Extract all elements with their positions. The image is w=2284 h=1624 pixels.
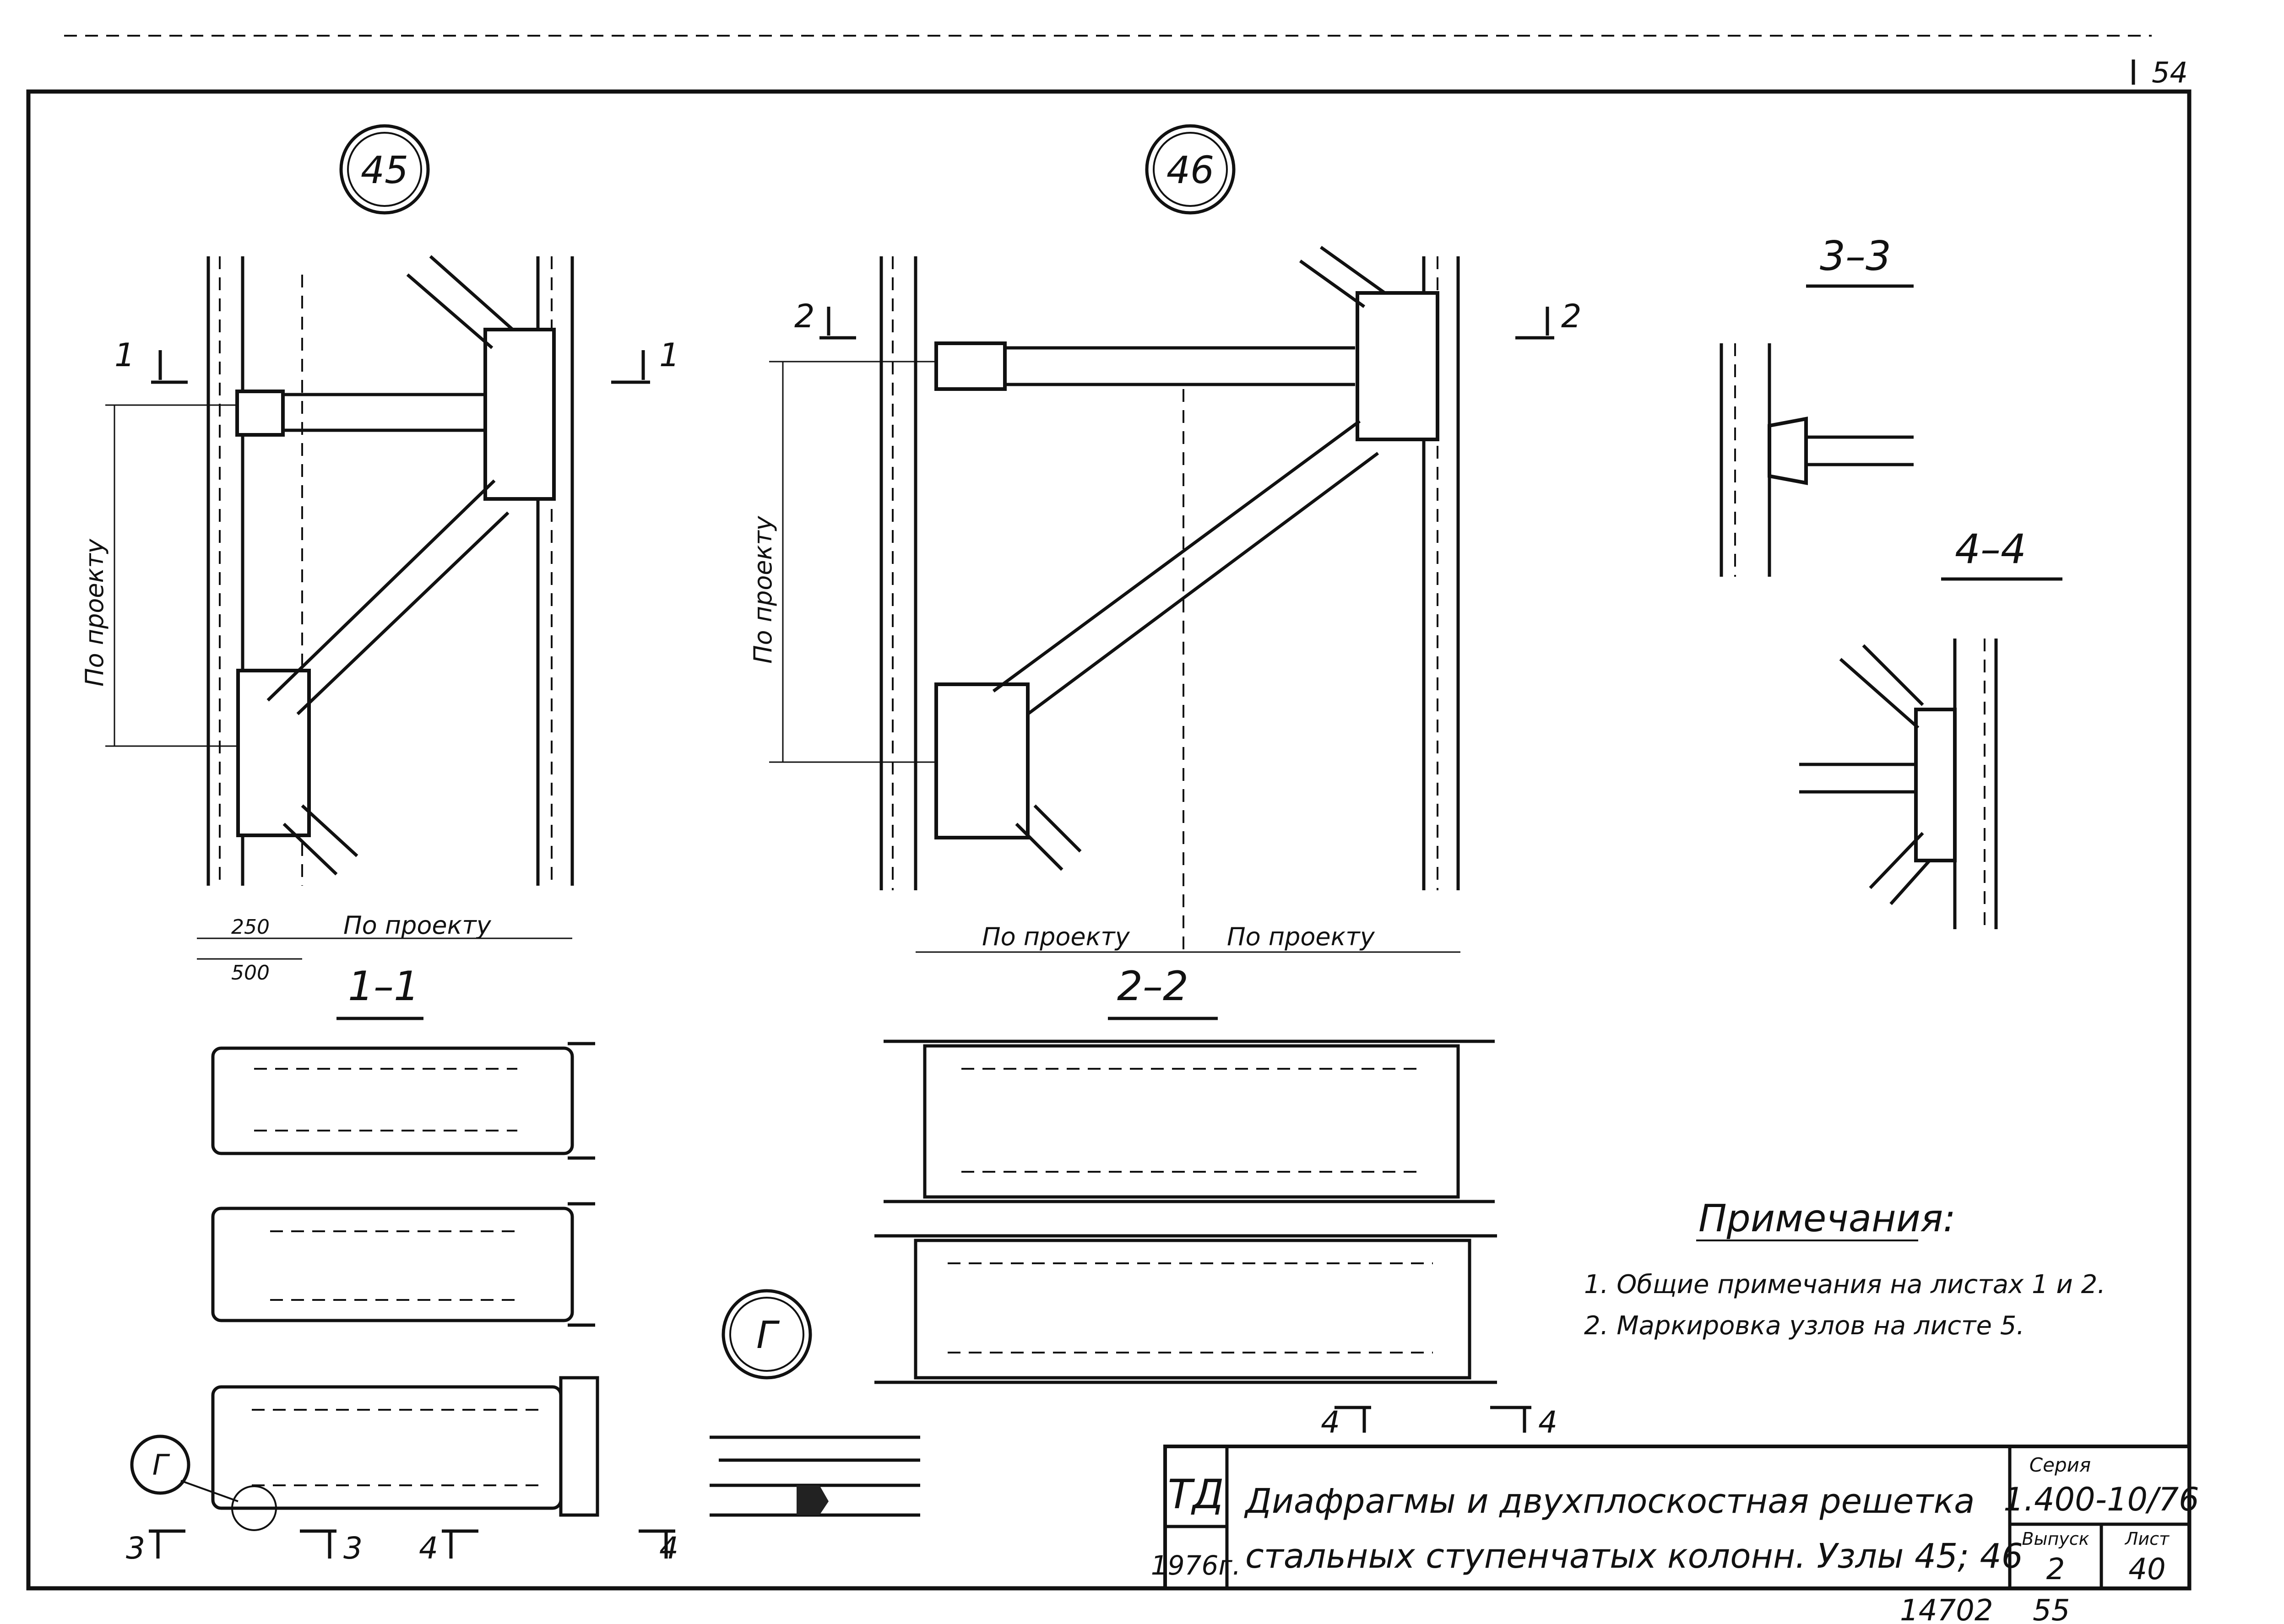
note-1: 1. Общие примечания на листах 1 и 2. bbox=[1584, 1270, 2105, 1299]
issue-value: 2 bbox=[2046, 1553, 2065, 1586]
dim-500: 500 bbox=[231, 961, 270, 985]
section-4-4: 4–4 bbox=[1799, 525, 2062, 929]
note-2: 2. Маркировка узлов на листе 5. bbox=[1584, 1311, 2024, 1341]
node-46-elevation: 46 2 2 По проекту По про bbox=[749, 124, 1582, 953]
section-3-3: 3–3 bbox=[1720, 233, 1914, 577]
series-label: Серия bbox=[2029, 1454, 2091, 1476]
drawing-frame bbox=[26, 89, 2192, 1591]
section-2-left: 2 bbox=[794, 298, 815, 335]
dim-by-project-vertical-45: По проекту bbox=[80, 538, 109, 687]
section-4-4-label: 4–4 bbox=[1955, 525, 2026, 573]
section-4-right-bottom: 4 bbox=[659, 1531, 678, 1566]
title-line-1: Диафрагмы и двухплоскостная решетка bbox=[1244, 1482, 1975, 1521]
series-value: 1.400-10/76 bbox=[2003, 1481, 2199, 1518]
section-1-1-label: 1–1 bbox=[348, 963, 419, 1010]
section-4-left-bottom: 4 bbox=[419, 1531, 438, 1566]
title-code: ТД bbox=[1168, 1471, 1224, 1518]
dim-by-project-45: По проекту bbox=[343, 911, 492, 940]
section-1-right: 1 bbox=[659, 336, 680, 374]
node-46-label: 46 bbox=[1166, 149, 1214, 192]
section-3-left: 3 bbox=[126, 1531, 145, 1566]
dim-by-project-46a: По проекту bbox=[982, 922, 1130, 951]
node-45-elevation: 45 1 1 По проекту bbox=[80, 124, 680, 985]
dim-250: 250 bbox=[231, 915, 270, 939]
issue-label: Выпуск bbox=[2022, 1529, 2089, 1549]
section-1-1: 1–1 Г 3 3 4 4 bbox=[126, 963, 678, 1566]
bottom-right-number: 55 bbox=[2033, 1594, 2070, 1624]
title-line-2: стальных ступенчатых колонн. Узлы 45; 46 bbox=[1245, 1537, 2023, 1576]
section-2-2: 2–2 4 4 bbox=[874, 963, 1557, 1440]
section-2-right: 2 bbox=[1561, 298, 1582, 335]
notes: Примечания: 1. Общие примечания на листа… bbox=[1584, 1197, 2105, 1341]
title-block: ТД 1976г. Диафрагмы и двухплоскостная ре… bbox=[1151, 1445, 2199, 1590]
node-45-label: 45 bbox=[361, 149, 408, 192]
node-g-label: Г bbox=[756, 1314, 780, 1357]
sheet-value: 40 bbox=[2128, 1553, 2165, 1586]
section-3-3-label: 3–3 bbox=[1820, 233, 1891, 280]
node-g-callout: Г bbox=[152, 1448, 170, 1482]
section-2-2-label: 2–2 bbox=[1117, 963, 1188, 1010]
node-g-detail: Г bbox=[710, 1289, 920, 1517]
section-3-right: 3 bbox=[343, 1531, 363, 1566]
title-year: 1976г. bbox=[1151, 1550, 1241, 1581]
corner-top-number: 54 bbox=[2152, 56, 2188, 89]
section-1-left: 1 bbox=[114, 336, 135, 374]
bottom-left-number: 14702 bbox=[1900, 1594, 1993, 1624]
dim-by-project-46b: По проекту bbox=[1227, 922, 1375, 951]
sheet-label: Лист bbox=[2124, 1529, 2170, 1549]
section-4-left-top: 4 bbox=[1321, 1405, 1340, 1440]
section-4-right-top: 4 bbox=[1538, 1405, 1557, 1440]
notes-title: Примечания: bbox=[1698, 1197, 1956, 1240]
dim-by-project-vertical-46: По проекту bbox=[749, 515, 777, 664]
